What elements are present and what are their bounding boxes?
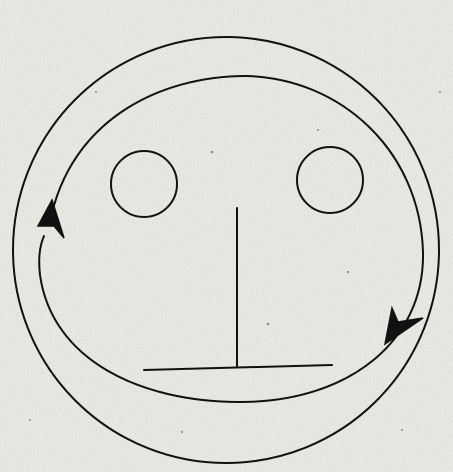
face-diagram xyxy=(0,0,453,472)
diagram-canvas xyxy=(0,0,453,472)
